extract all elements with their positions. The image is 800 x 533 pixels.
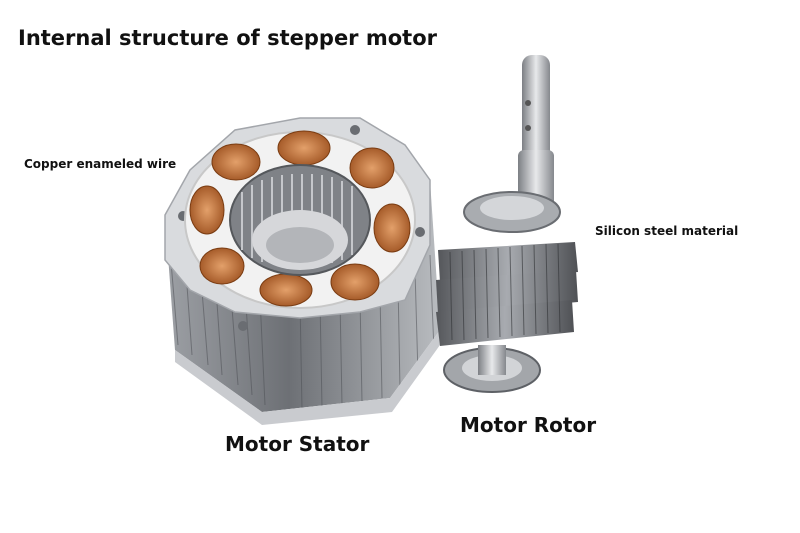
copper-coils xyxy=(189,130,411,307)
copper-wire-label: Copper enameled wire xyxy=(24,157,177,171)
stator-label: Motor Stator xyxy=(225,432,370,456)
rotor-label: Motor Rotor xyxy=(460,413,597,437)
silicon-steel-label: Silicon steel material xyxy=(595,224,739,238)
motor-rotor xyxy=(436,55,578,393)
motor-stator xyxy=(164,117,440,425)
silicon-steel-discs xyxy=(436,242,578,346)
page-title: Internal structure of stepper motor xyxy=(18,26,437,50)
